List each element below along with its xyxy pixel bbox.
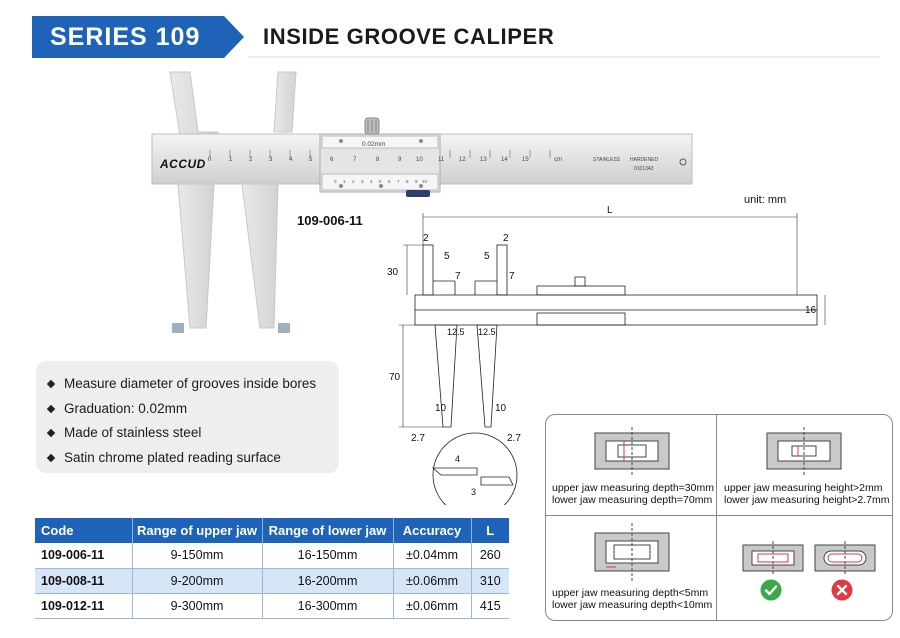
vernier-scale-label: 1 — [343, 179, 346, 184]
scale-label: 11 — [438, 157, 445, 163]
vernier-scale-label: 2 — [352, 179, 355, 184]
dim-beam-height: 16 — [805, 305, 817, 316]
col-length: L — [471, 518, 509, 543]
series-label: SERIES 109 — [50, 23, 201, 51]
dim-lower-width: 12.5 — [478, 327, 496, 337]
title-divider — [248, 56, 880, 58]
vernier-scale-label: 10 — [422, 179, 428, 184]
feature-item: Graduation: 0.02mm — [46, 397, 339, 422]
bullet-icon — [46, 453, 56, 462]
groove-diagram-depth — [594, 427, 670, 475]
guide-divider — [716, 415, 717, 620]
col-code: Code — [35, 518, 133, 543]
page-title: INSIDE GROOVE CALIPER — [263, 24, 555, 49]
bullet-icon — [46, 380, 56, 389]
guide-divider — [546, 515, 892, 516]
vernier-scale-label: 8 — [406, 179, 409, 184]
scale-label: 5 — [309, 157, 313, 163]
bullet-icon — [46, 404, 56, 413]
feature-item: Measure diameter of grooves inside bores — [46, 372, 339, 397]
vernier-scale-label: 5 — [379, 179, 382, 184]
dim-detail: 3 — [471, 487, 476, 497]
scale-label: 10 — [416, 157, 423, 163]
table-row: 109-012-11 9-300mm 16-300mm ±0.06mm 415 — [35, 593, 509, 619]
scale-label: 12 — [459, 157, 466, 163]
vernier-scale-label: 9 — [415, 179, 418, 184]
dim-lower-tip: 10 — [495, 403, 507, 414]
cross-icon — [831, 579, 853, 601]
dim-upper-height: 30 — [387, 267, 399, 278]
dim-upper-width: 5 — [444, 251, 450, 262]
check-icon — [760, 579, 782, 601]
dim-lower-end: 2.7 — [411, 433, 425, 444]
col-upper-range: Range of upper jaw — [132, 518, 263, 543]
dim-lower-end: 2.7 — [507, 433, 521, 444]
vernier-scale-label: 4 — [370, 179, 373, 184]
model-code: 109-006-11 — [297, 213, 363, 228]
scale-label: 8 — [376, 157, 380, 163]
dim-lower-height: 70 — [389, 372, 401, 383]
stainless-label: STAINLESS — [593, 157, 621, 163]
groove-diagram-limit — [594, 523, 670, 581]
col-lower-range: Range of lower jaw — [262, 518, 394, 543]
scale-label: 15 — [522, 157, 529, 163]
scale-label: 6 — [330, 157, 334, 163]
vernier-scale-label: 3 — [361, 179, 364, 184]
table-row: 109-006-11 9-150mm 16-150mm ±0.04mm 260 — [35, 543, 509, 569]
vernier-label: 0.02mm — [362, 141, 385, 148]
hardened-label: HARDENED — [630, 157, 658, 163]
technical-drawing: L 2 2 5 5 7 7 30 16 12.5 12.5 70 10 10 2… — [387, 205, 826, 505]
scale-label: 1 — [229, 157, 233, 163]
scale-label: 0 — [208, 157, 212, 163]
bullet-icon — [46, 429, 56, 438]
vernier-scale-label: 0 — [334, 179, 337, 184]
dim-lower-width: 12.5 — [447, 327, 465, 337]
dim-upper-tip: 2 — [503, 233, 509, 244]
dim-L: L — [607, 205, 613, 216]
scale-unit: cm — [554, 157, 562, 163]
brand-logo: ACCUD — [160, 157, 206, 171]
spec-table: Code Range of upper jaw Range of lower j… — [35, 518, 509, 619]
dim-detail: 4 — [455, 454, 460, 464]
dim-upper-base: 7 — [455, 271, 461, 282]
col-accuracy: Accuracy — [393, 518, 472, 543]
dim-upper-base: 7 — [509, 271, 515, 282]
table-header-row: Code Range of upper jaw Range of lower j… — [35, 518, 509, 543]
vernier-scale-label: 7 — [397, 179, 400, 184]
scale-label: 14 — [501, 157, 508, 163]
scale-label: 9 — [398, 157, 402, 163]
features-panel: Measure diameter of grooves inside bores… — [36, 361, 339, 473]
scale-label: 13 — [480, 157, 487, 163]
serial-number: 0101343 — [634, 166, 654, 172]
dim-lower-tip: 10 — [435, 403, 447, 414]
dim-upper-width: 5 — [484, 251, 490, 262]
series-banner — [32, 16, 244, 58]
dim-upper-tip: 2 — [423, 233, 429, 244]
groove-bad-example — [814, 541, 876, 575]
groove-good-example — [742, 541, 804, 575]
feature-item: Made of stainless steel — [46, 421, 339, 446]
scale-label: 4 — [289, 157, 293, 163]
feature-item: Satin chrome plated reading surface — [46, 446, 339, 471]
groove-diagram-height — [766, 427, 842, 475]
caliper-photo: 0 1 2 3 4 5 6 7 8 9 10 11 12 13 14 15 cm… — [151, 71, 693, 333]
vernier-scale-label: 6 — [388, 179, 391, 184]
unit-label: unit: mm — [744, 194, 787, 206]
table-row: 109-008-11 9-200mm 16-200mm ±0.06mm 310 — [35, 568, 509, 594]
scale-label: 3 — [269, 157, 273, 163]
scale-label: 2 — [249, 157, 253, 163]
scale-label: 7 — [353, 157, 357, 163]
